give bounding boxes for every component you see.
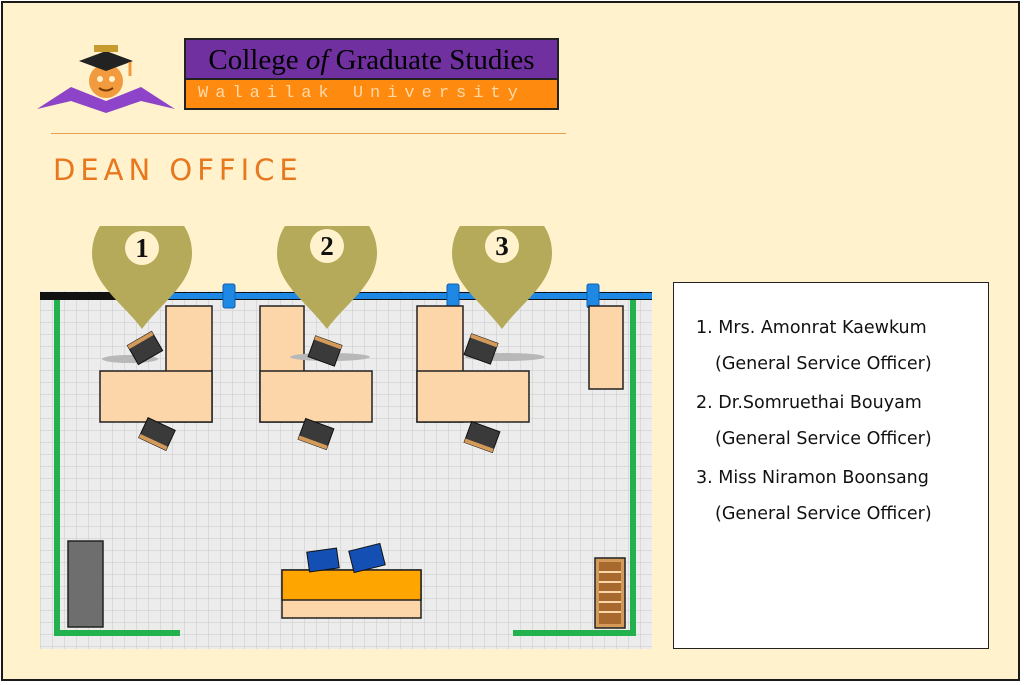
shelf <box>594 557 626 629</box>
marker-label-3: 3 <box>495 231 509 261</box>
reception-desk <box>281 542 422 619</box>
staff-name: Dr.Somruethai Bouyam <box>718 393 922 413</box>
graduation-cap-icon <box>79 51 133 71</box>
page-title: DEAN OFFICE <box>53 153 303 187</box>
staff-number: 2. <box>696 393 713 413</box>
locker <box>67 540 104 628</box>
staff-name: Mrs. Amonrat Kaewkum <box>718 318 927 338</box>
college-banner: College of Graduate Studies Walailak Uni… <box>184 38 559 110</box>
workstation-3 <box>416 305 545 454</box>
staff-legend: 1. Mrs. Amonrat Kaewkum (General Service… <box>673 282 989 649</box>
workstation-2 <box>259 305 373 451</box>
green-walls <box>54 300 636 636</box>
floor-plan: 1 2 3 <box>40 226 652 649</box>
staff-number: 1. <box>696 318 713 338</box>
staff-item: 3. Miss Niramon Boonsang (General Servic… <box>696 467 988 525</box>
staff-role: (General Service Officer) <box>715 429 932 449</box>
staff-item: 1. Mrs. Amonrat Kaewkum (General Service… <box>696 317 988 375</box>
college-logo <box>37 45 175 113</box>
workstation-1 <box>99 305 213 451</box>
marker-label-1: 1 <box>135 233 149 263</box>
marker-label-2: 2 <box>320 231 334 261</box>
location-marker-3[interactable]: 3 <box>452 226 552 329</box>
staff-number: 3. <box>696 468 713 488</box>
university-name: Walailak University <box>186 80 557 108</box>
college-name: College of Graduate Studies <box>186 40 557 80</box>
side-cabinet <box>588 305 624 390</box>
staff-role: (General Service Officer) <box>715 504 932 524</box>
divider <box>51 133 566 134</box>
staff-item: 2. Dr.Somruethai Bouyam (General Service… <box>696 392 988 450</box>
logo-book <box>37 87 175 113</box>
location-marker-1[interactable]: 1 <box>92 226 192 329</box>
location-marker-2[interactable]: 2 <box>277 226 377 329</box>
logo-face <box>89 64 123 98</box>
staff-name: Miss Niramon Boonsang <box>718 468 929 488</box>
window <box>128 293 652 299</box>
staff-role: (General Service Officer) <box>715 354 932 374</box>
